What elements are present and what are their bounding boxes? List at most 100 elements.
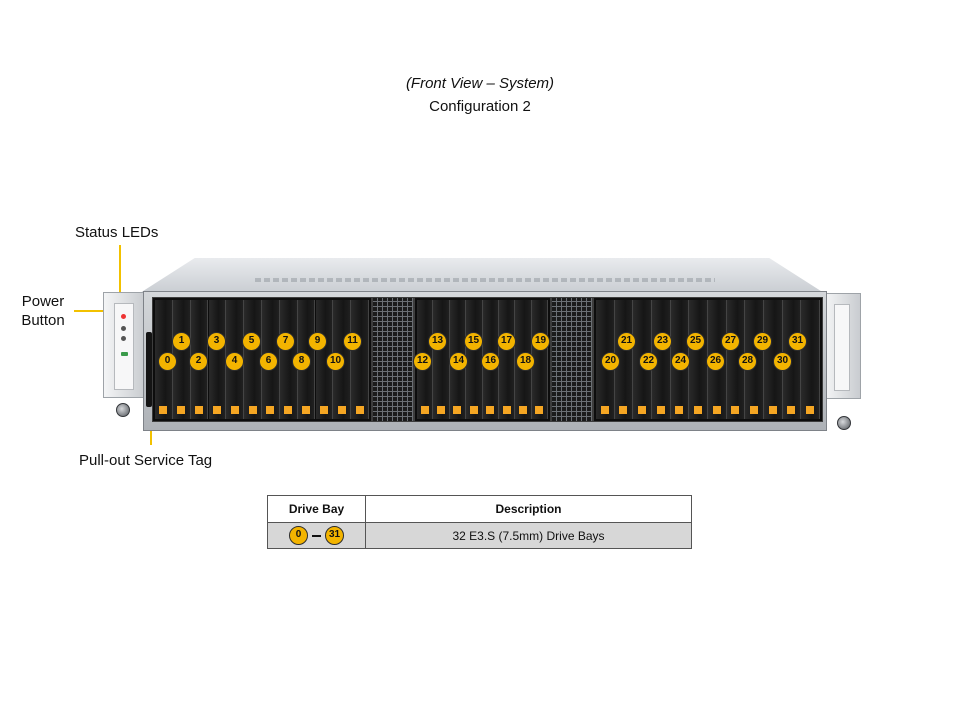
drive-bay-badge: 25 — [686, 332, 705, 351]
vent-mesh — [372, 297, 414, 422]
drive-slot[interactable] — [782, 300, 802, 419]
logo-icon — [121, 352, 128, 356]
pull-out-service-tag[interactable] — [146, 332, 152, 407]
range-dash — [312, 534, 321, 537]
drive-latch[interactable] — [731, 406, 740, 414]
drive-latch[interactable] — [177, 406, 186, 414]
drive-bay-badge: 3 — [207, 332, 226, 351]
drive-slot[interactable] — [208, 300, 227, 419]
drive-bay-badge: 1 — [172, 332, 191, 351]
drive-bay-badge: 16 — [481, 352, 500, 371]
drive-latch[interactable] — [502, 406, 511, 414]
drive-bay-badge: 9 — [308, 332, 327, 351]
status-leds-leader — [119, 245, 121, 303]
drive-latch[interactable] — [469, 406, 478, 414]
vent-mesh — [551, 297, 593, 422]
chassis-top-cover — [140, 258, 824, 293]
drive-latch[interactable] — [230, 406, 239, 414]
col-description: Description — [365, 495, 692, 523]
right-ear-panel — [834, 304, 850, 391]
drive-bay-badge: 5 — [242, 332, 261, 351]
drive-latch[interactable] — [712, 406, 721, 414]
drive-latch[interactable] — [750, 406, 759, 414]
drive-latch[interactable] — [337, 406, 346, 414]
drive-slot[interactable] — [614, 300, 634, 419]
drive-latch[interactable] — [656, 406, 665, 414]
control-panel — [114, 303, 134, 390]
drive-latch[interactable] — [787, 406, 796, 414]
drive-bay-badge: 30 — [773, 352, 792, 371]
drive-bay-badge: 28 — [738, 352, 757, 371]
drive-latch[interactable] — [420, 406, 429, 414]
drive-bay-badge: 14 — [449, 352, 468, 371]
drive-latch[interactable] — [600, 406, 609, 414]
drive-bay-badge: 2 — [189, 352, 208, 371]
drive-latch[interactable] — [302, 406, 311, 414]
drive-latch[interactable] — [486, 406, 495, 414]
drive-latch[interactable] — [518, 406, 527, 414]
drive-latch[interactable] — [768, 406, 777, 414]
view-title: (Front View – System) — [405, 75, 555, 92]
drive-bay-badge: 23 — [653, 332, 672, 351]
drive-bay-badge: 13 — [428, 332, 447, 351]
drive-latch[interactable] — [284, 406, 293, 414]
drive-bay-badge: 4 — [225, 352, 244, 371]
drive-slot[interactable] — [466, 300, 483, 419]
config-title: Configuration 2 — [429, 98, 531, 115]
drive-slot[interactable] — [433, 300, 450, 419]
drive-bay-badge: 15 — [464, 332, 483, 351]
drive-bay-badge: 17 — [497, 332, 516, 351]
drive-bay-badge: 20 — [601, 352, 620, 371]
drive-bay-badge: 7 — [276, 332, 295, 351]
drive-bay-table: Drive Bay Description 0 31 32 E3.S (7.5m… — [267, 495, 692, 549]
drive-latch[interactable] — [319, 406, 328, 414]
top-vent — [255, 278, 715, 282]
drive-latch[interactable] — [248, 406, 257, 414]
drive-latch[interactable] — [675, 406, 684, 414]
thumbscrew-icon — [837, 416, 851, 430]
power-button-label: Power Button — [21, 293, 65, 329]
drive-bay-badge: 18 — [516, 352, 535, 371]
status-led-icon — [121, 336, 126, 341]
drive-latch[interactable] — [266, 406, 275, 414]
drive-latch[interactable] — [806, 406, 815, 414]
power-led-icon — [121, 314, 126, 319]
drive-bay-badge: 26 — [706, 352, 725, 371]
drive-latch[interactable] — [212, 406, 221, 414]
drive-bay-badge: 24 — [671, 352, 690, 371]
drive-latch[interactable] — [453, 406, 462, 414]
drive-slot[interactable] — [652, 300, 671, 419]
drive-latch[interactable] — [355, 406, 364, 414]
service-tag-label: Pull-out Service Tag — [79, 452, 213, 469]
drive-latch[interactable] — [159, 406, 168, 414]
drive-bay-badge: 10 — [326, 352, 345, 371]
right-ear — [824, 293, 861, 430]
thumbscrew-icon — [116, 403, 130, 417]
drive-latch[interactable] — [619, 406, 628, 414]
col-drive-bay: Drive Bay — [267, 495, 366, 523]
drive-slot[interactable] — [351, 300, 369, 419]
drive-bay-badge: 11 — [343, 332, 362, 351]
table-row: 0 31 32 E3.S (7.5mm) Drive Bays — [267, 522, 692, 549]
drive-bay-badge: 19 — [531, 332, 550, 351]
description-cell: 32 E3.S (7.5mm) Drive Bays — [365, 522, 692, 549]
drive-slot[interactable] — [531, 300, 548, 419]
drive-bay-badge: 8 — [292, 352, 311, 371]
drive-latch[interactable] — [694, 406, 703, 414]
drive-bay-badge: 0 — [158, 352, 177, 371]
status-leds-label: Status LEDs — [75, 224, 159, 241]
drive-latch[interactable] — [535, 406, 544, 414]
bay-range-cell: 0 31 — [267, 522, 366, 549]
drive-latch[interactable] — [437, 406, 446, 414]
status-led-icon — [121, 326, 126, 331]
drive-latch[interactable] — [638, 406, 647, 414]
drive-bay-badge: 31 — [788, 332, 807, 351]
drive-bay-badge: 21 — [617, 332, 636, 351]
drive-slot[interactable] — [498, 300, 516, 419]
bay-badge-end: 31 — [325, 526, 344, 545]
drive-bay-badge: 27 — [721, 332, 740, 351]
bay-badge-start: 0 — [289, 526, 308, 545]
drive-latch[interactable] — [195, 406, 204, 414]
power-button-leader — [74, 310, 114, 312]
drive-slot[interactable] — [801, 300, 820, 419]
